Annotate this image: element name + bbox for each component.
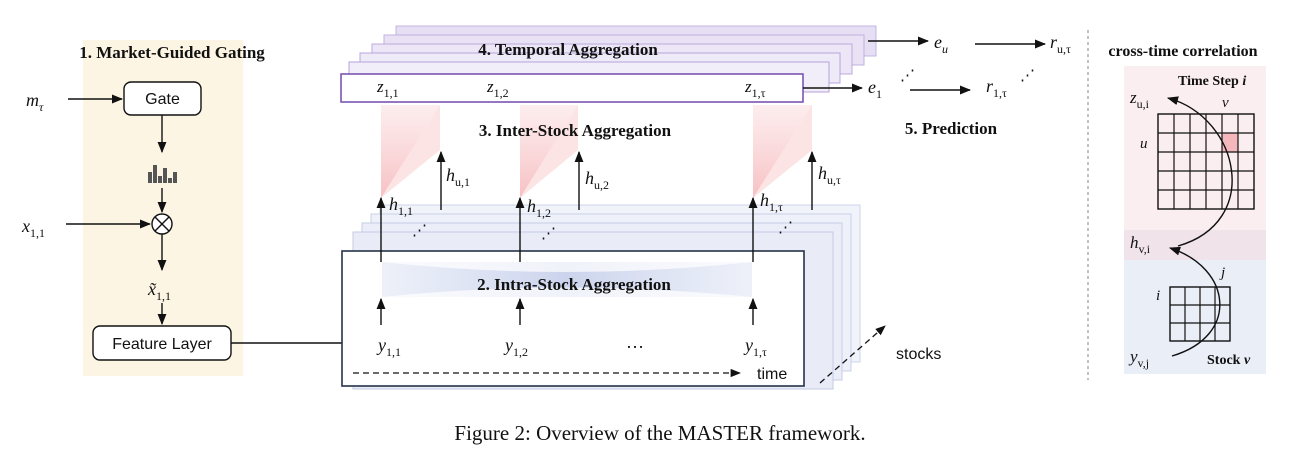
x-tilde-label: x̃1,1 [147, 279, 171, 303]
h-u-tau-label: hu,τ [818, 163, 841, 187]
h-dots-2: ⋰ [541, 226, 556, 242]
h-dots-1: ⋰ [412, 223, 427, 239]
h-1-1-label: h1,1 [389, 194, 413, 218]
stocks-axis-arrow [819, 325, 886, 384]
correlation-mid-bg [1124, 230, 1266, 260]
y-ellipsis: … [626, 332, 644, 352]
z-1-tau-label: z1,τ [744, 77, 766, 100]
gate-label: Gate [145, 91, 180, 108]
histogram-icon [148, 165, 177, 183]
stock-grid [1169, 286, 1231, 342]
prediction-section: eu ru,τ e1 r1,τ ⋰ ⋰ 5. Prediction [803, 32, 1071, 138]
hidden-arrows [376, 150, 817, 262]
gating-panel: 1. Market-Guided Gating mτ Gate x1,1 x̃1… [21, 40, 265, 376]
prediction-title: 5. Prediction [905, 119, 998, 138]
inter-stock-fans [381, 105, 812, 198]
correlation-bottom-bg [1124, 260, 1266, 374]
temporal-front-panel [340, 73, 804, 103]
i-row-label: i [1156, 288, 1160, 304]
prediction-dots-1: ⋰ [900, 68, 915, 84]
multiply-icon [151, 213, 173, 235]
highlight-cell [1222, 133, 1238, 152]
correlation-top-bg [1124, 66, 1266, 230]
e-u-label: eu [934, 32, 948, 56]
r-u-tau-label: ru,τ [1050, 32, 1071, 56]
market-input-label: mτ [26, 90, 44, 114]
v-column-label: v [1222, 95, 1229, 111]
r-1-tau-label: r1,τ [986, 76, 1007, 100]
h-1-2-label: h1,2 [527, 196, 551, 220]
z-1-1-label: z1,1 [376, 77, 399, 100]
y-inputs: y1,1 y1,2 … y1,τ time stocks [353, 297, 941, 384]
h-u-1-label: hu,1 [446, 165, 470, 189]
j-column-label: j [1219, 265, 1225, 281]
prediction-dots-2: ⋰ [1020, 68, 1035, 84]
y-1-1-label: y1,1 [376, 335, 401, 359]
curve-yvj-to-hvi [1168, 246, 1221, 357]
time-label: time [757, 366, 787, 383]
gating-title: 1. Market-Guided Gating [79, 43, 265, 62]
h-1-tau-label: h1,τ [760, 190, 783, 214]
u-row-label: u [1140, 136, 1148, 152]
z-1-2-label: z1,2 [486, 77, 509, 100]
figure-caption: Figure 2: Overview of the MASTER framewo… [454, 421, 865, 445]
correlation-panel: cross-time correlation Time Step i zu,i … [1108, 43, 1266, 374]
attention-grid [1157, 113, 1255, 210]
stock-v-label: Stock v [1207, 353, 1251, 368]
inter-stock-title: 3. Inter-Stock Aggregation [479, 121, 672, 140]
feature-layer-label: Feature Layer [112, 336, 212, 353]
correlation-title: cross-time correlation [1108, 43, 1257, 60]
h-u-2-label: hu,2 [585, 168, 609, 192]
curve-hvi-to-zui [1166, 96, 1233, 247]
stocks-label: stocks [896, 346, 941, 363]
temporal-stack: 4. Temporal Aggregation z1,1 z1,2 z1,τ [340, 25, 877, 103]
e-1-label: e1 [868, 77, 882, 101]
z-u-i-label: zu,i [1129, 88, 1150, 111]
h-v-i-label: hv,i [1130, 233, 1151, 256]
hidden-labels: h1,1 h1,2 h1,τ hu,1 hu,2 hu,τ ⋰ ⋰ ⋰ [389, 163, 841, 242]
y-v-j-label: yv,j [1128, 347, 1149, 370]
y-1-tau-label: y1,τ [743, 335, 767, 359]
time-step-label: Time Step i [1178, 74, 1246, 89]
y-1-2-label: y1,2 [503, 335, 528, 359]
x-input-label: x1,1 [21, 216, 45, 240]
intra-stock-stack: 2. Intra-Stock Aggregation [341, 204, 861, 390]
h-dots-3: ⋰ [778, 220, 793, 236]
temporal-title: 4. Temporal Aggregation [478, 40, 658, 59]
intra-stock-title: 2. Intra-Stock Aggregation [477, 275, 671, 294]
